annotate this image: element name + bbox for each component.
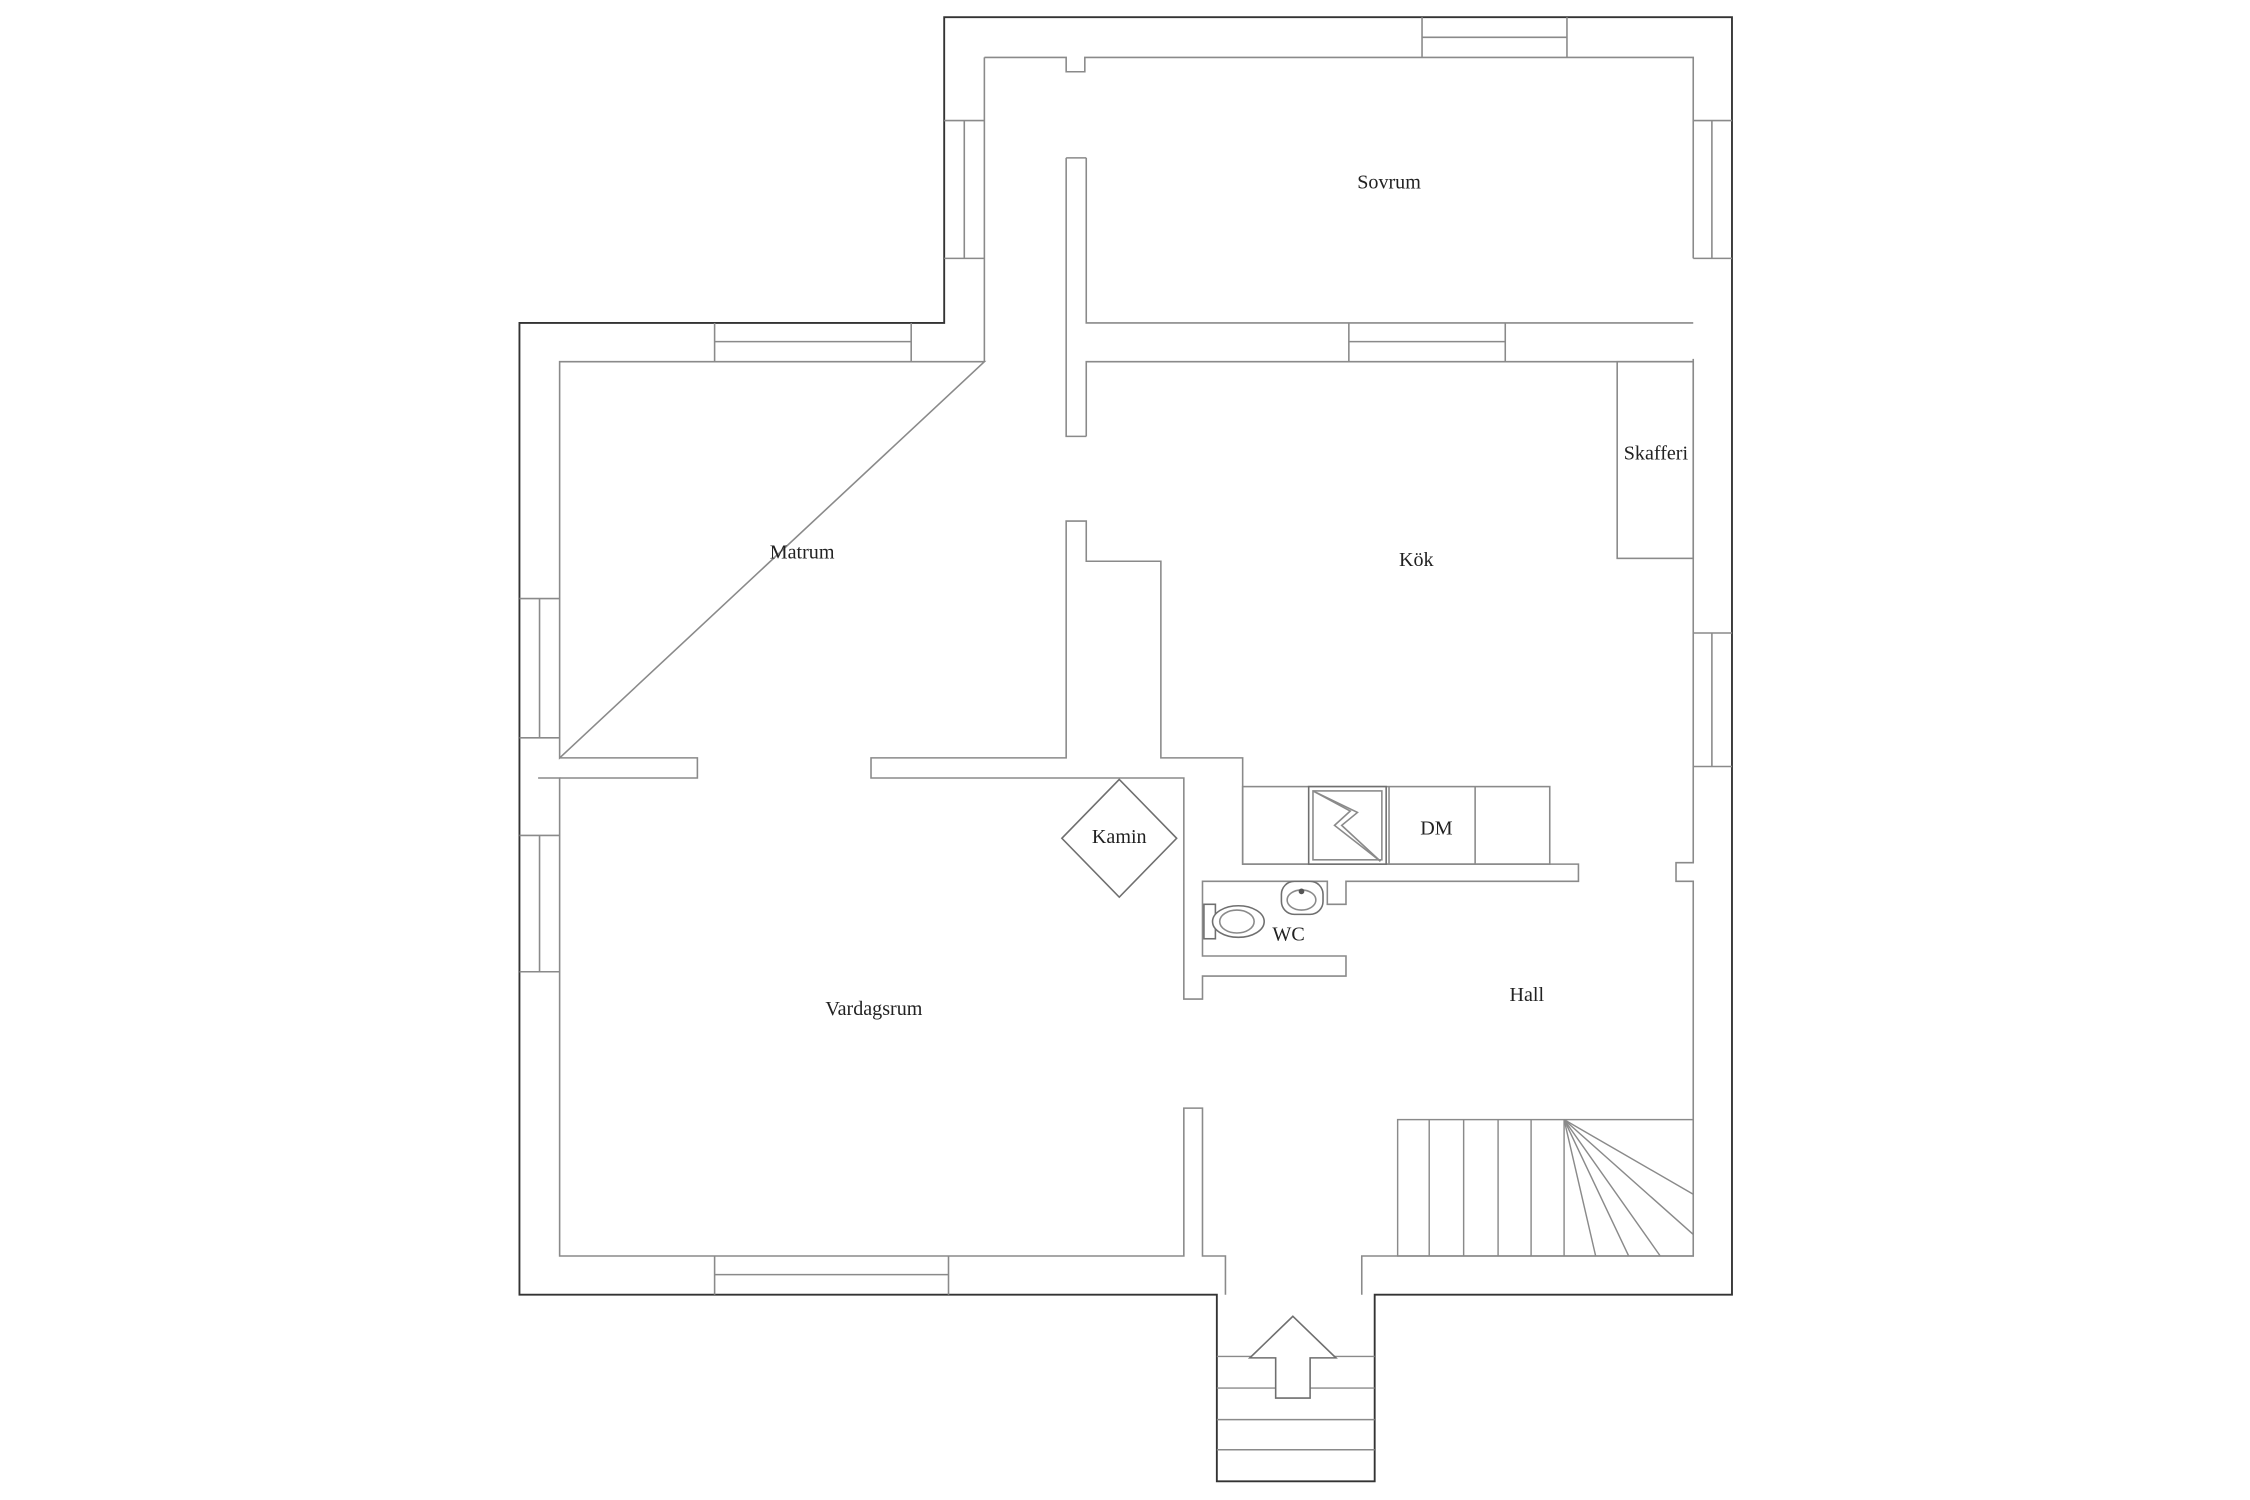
window-sovrum-top — [1421, 17, 1568, 58]
window-vardagsrum-bottom — [713, 1255, 950, 1295]
wall-matrum-kok-lower — [870, 520, 1580, 1000]
window-matrum-top — [713, 322, 912, 362]
window-wing-left — [944, 119, 985, 260]
room-label-skafferi: Skafferi — [1624, 443, 1689, 465]
room-label-dm: DM — [1420, 817, 1452, 839]
inner-wall-face — [538, 56, 1695, 1295]
room-label-wc: WC — [1272, 923, 1304, 945]
entrance-arrow-icon — [1247, 1315, 1338, 1399]
room-label-matrum: Matrum — [770, 542, 835, 564]
window-kok-right — [1693, 632, 1732, 768]
stove-icon — [1307, 785, 1387, 865]
fireplace-icon — [1060, 778, 1178, 899]
kitchen-counter — [1241, 785, 1551, 865]
room-label-vardagsrum: Vardagsrum — [825, 998, 922, 1020]
outer-wall — [518, 16, 1733, 1483]
window-matrum-left — [519, 597, 560, 739]
room-label-sovrum: Sovrum — [1357, 171, 1421, 193]
room-label-hall: Hall — [1509, 984, 1544, 1006]
skafferi-cabinet — [1616, 360, 1695, 560]
room-label-kamin: Kamin — [1092, 826, 1147, 848]
room-label-kok: Kök — [1399, 549, 1435, 571]
wall-matrum-kok-upper — [1065, 157, 1087, 438]
window-sovrum-right — [1693, 119, 1732, 260]
window-vardagsrum-left — [519, 834, 560, 973]
toilet-icon — [1203, 903, 1265, 940]
staircase — [1396, 1118, 1694, 1257]
wall-matrum-vardagsrum — [559, 757, 699, 779]
wall-sovrum-kok — [1085, 157, 1694, 437]
sink-icon — [1280, 880, 1324, 916]
